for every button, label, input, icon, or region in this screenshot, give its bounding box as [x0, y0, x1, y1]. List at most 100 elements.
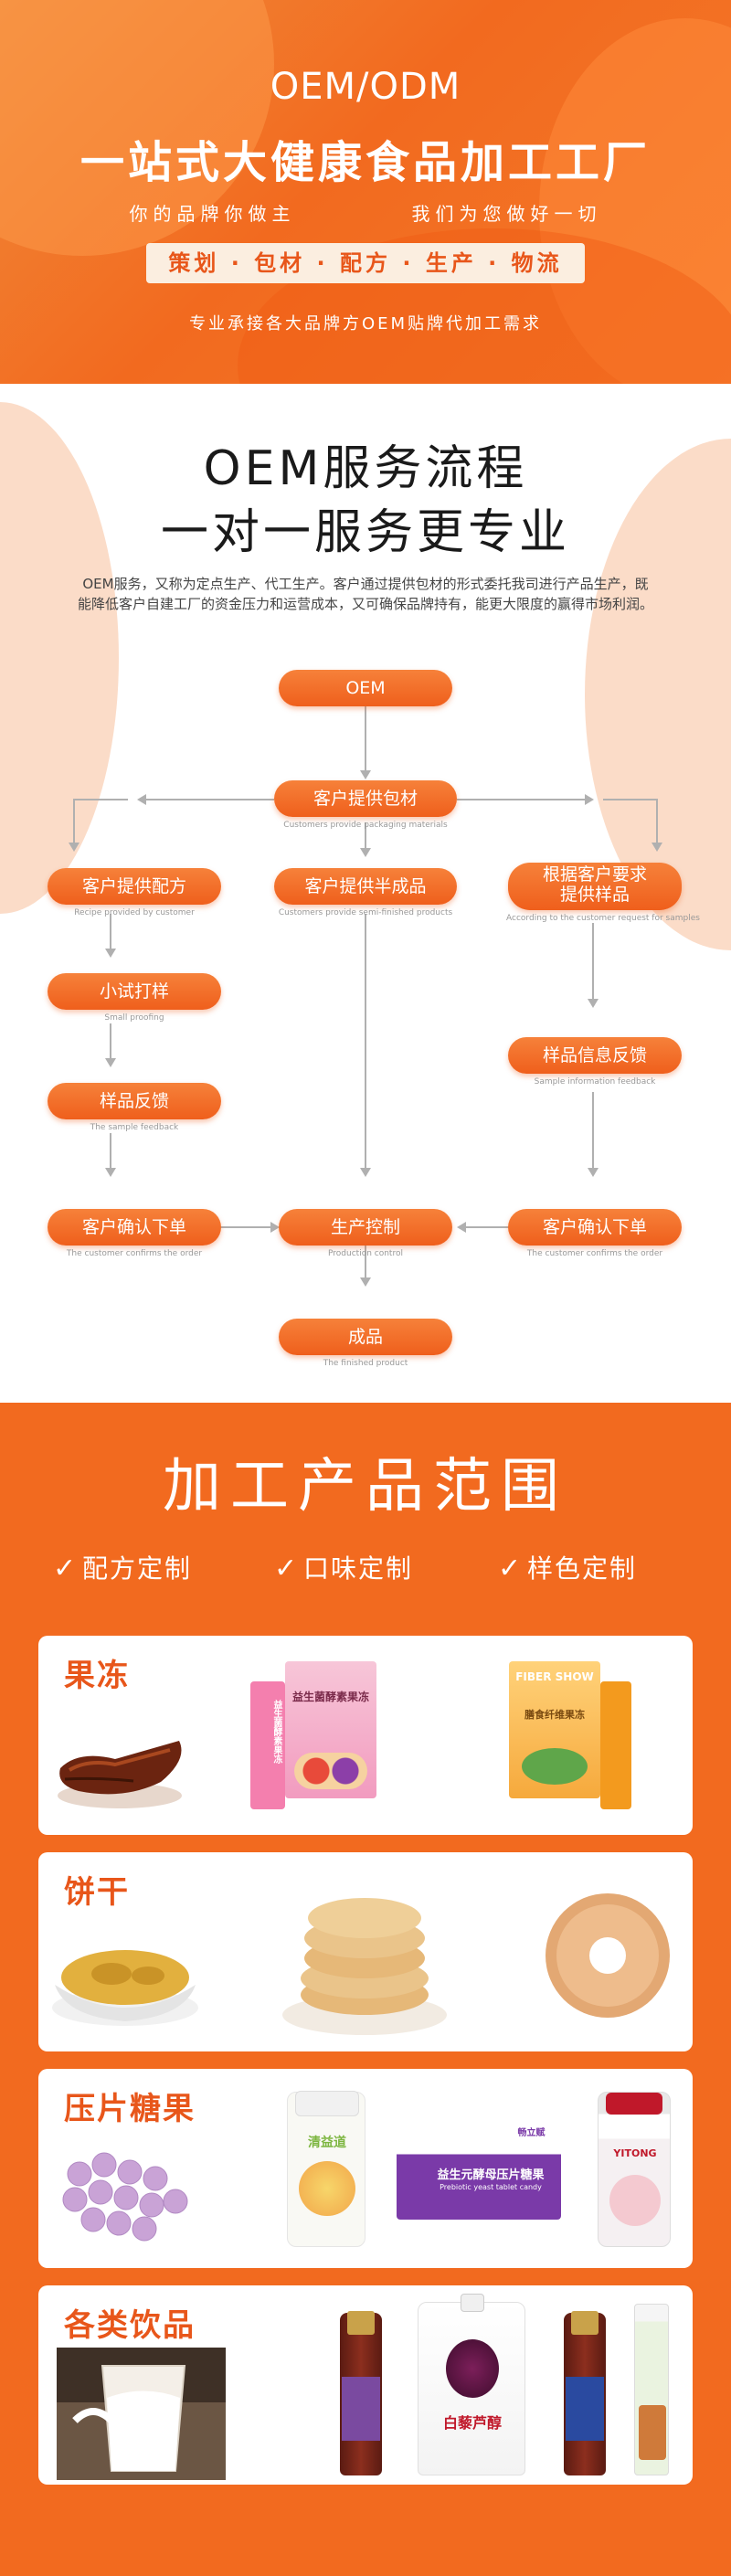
hero-title-cn: 一站式大健康食品加工工厂: [79, 137, 651, 188]
flow-node-sample-request-en: According to the customer request for sa…: [506, 914, 700, 923]
bottle-label: [566, 2377, 604, 2441]
bottle-cap: [347, 2311, 375, 2335]
flow-node-control-en: Production control: [328, 1249, 403, 1258]
category-card-tablet-candy: 压片糖果 清益道 畅立赋 益生元酵母压片糖果 Prebiotic yeast t…: [38, 2069, 693, 2268]
arrow-down-icon: [69, 843, 79, 852]
flow-node-semi: 客户提供半成品: [274, 868, 457, 905]
arrow-left-icon: [457, 1222, 466, 1233]
category-label: 各类饮品: [64, 2307, 196, 2344]
connector-line: [466, 1226, 521, 1228]
bottle-label-graphic: [299, 2161, 355, 2216]
fruit-graphic: [294, 1753, 367, 1789]
connector-line: [110, 1023, 111, 1060]
hero-slogan: 你的品牌你做主 我们为您做好一切: [129, 203, 602, 225]
connector-line: [73, 799, 75, 844]
jar-label-graphic: [609, 2175, 661, 2226]
check-icon: ✓: [274, 1553, 300, 1585]
leaf-graphic: [522, 1748, 588, 1785]
product-jar-candy: YITONG: [598, 2092, 671, 2247]
product-name: 益生菌酵素果冻: [271, 1700, 281, 1764]
flow-node-packaging: 客户提供包材: [274, 780, 457, 817]
category-card-jelly: 果冻 益生菌酵素果冻 益生菌酵素果冻 FIBER SHOW 膳食纤维果冻: [38, 1636, 693, 1835]
feature-flavor: ✓口味定制: [274, 1549, 413, 1585]
product-box-candy-purple: 畅立赋 益生元酵母压片糖果 Prebiotic yeast tablet can…: [397, 2119, 561, 2220]
flow-node-confirm-right: 客户确认下单: [508, 1209, 682, 1246]
flow-node-confirm-left: 客户确认下单: [48, 1209, 221, 1246]
product-pouch-drink: 白藜芦醇: [418, 2294, 525, 2475]
process-subtitle: 一对一服务更专业: [160, 505, 570, 560]
connector-line: [592, 1092, 594, 1170]
feature-label: 样色定制: [527, 1553, 638, 1584]
biscuit-bowl-image: [52, 1950, 198, 2026]
product-range-section: 加工产品范围 ✓配方定制 ✓口味定制 ✓样色定制 果冻 益生菌酵素果冻: [0, 1403, 731, 2576]
flow-node-confirm-right-en: The customer confirms the order: [526, 1249, 663, 1258]
product-name: YITONG: [613, 2147, 657, 2159]
arrow-right-icon: [585, 794, 594, 805]
feature-label: 配方定制: [82, 1553, 193, 1584]
flow-node-finished-en: The finished product: [323, 1359, 408, 1368]
product-stick-jelly: 益生菌酵素果冻: [250, 1681, 285, 1809]
arrow-left-icon: [137, 794, 146, 805]
arrow-down-icon: [360, 848, 371, 857]
connector-line: [110, 914, 111, 950]
category-label: 饼干: [64, 1874, 130, 1911]
connector-line: [365, 914, 366, 1170]
arrow-down-icon: [360, 1277, 371, 1287]
flow-node-finished: 成品: [279, 1319, 452, 1355]
product-box-jelly-pink: 益生菌酵素果冻: [285, 1661, 376, 1798]
flow-node-oem: OEM: [279, 670, 452, 706]
feature-color: ✓样色定制: [498, 1549, 637, 1585]
flow-node-sample-info: 样品信息反馈: [508, 1037, 682, 1074]
jar-cap: [606, 2093, 662, 2115]
product-tube-drink: [634, 2304, 669, 2475]
flow-node-semi-en: Customers provide semi-finished products: [278, 908, 453, 917]
arrow-down-icon: [652, 843, 662, 852]
connector-line: [365, 1243, 366, 1279]
product-name: 清益道: [308, 2136, 346, 2150]
cookie-stack-image: [282, 1898, 447, 2035]
ring-biscuit-image: [546, 1893, 670, 2018]
flow-node-feedback-en: The sample feedback: [90, 1123, 179, 1132]
arrow-down-icon: [588, 999, 599, 1008]
bottle-label: [342, 2377, 380, 2441]
bottle-cap: [571, 2311, 599, 2335]
flow-node-sample-info-en: Sample information feedback: [534, 1077, 656, 1087]
pouch-spout: [461, 2294, 484, 2312]
product-name: 益生元酵母压片糖果: [437, 2168, 545, 2182]
connector-line: [656, 799, 658, 844]
connector-line: [365, 690, 366, 772]
product-bottle-candy: 清益道: [287, 2091, 366, 2247]
flow-node-formula-en: Recipe provided by customer: [74, 908, 195, 917]
process-intro: OEM服务，又称为定点生产、代工生产。客户通过提供包材的形式委托我司进行产品生产…: [78, 576, 654, 612]
connector-line: [603, 799, 658, 800]
flow-node-sample-request-line1: 根据客户要求: [542, 864, 647, 885]
product-name: 膳食纤维果冻: [524, 1709, 585, 1721]
category-label: 果冻: [64, 1658, 130, 1694]
feature-formula: ✓配方定制: [53, 1549, 192, 1585]
tube-graphic: [639, 2405, 666, 2460]
product-box-fiber: FIBER SHOW 膳食纤维果冻: [509, 1661, 600, 1798]
flow-node-feedback: 样品反馈: [48, 1083, 221, 1119]
category-card-drinks: 各类饮品 白藜芦醇: [38, 2285, 693, 2485]
flow-node-formula: 客户提供配方: [48, 868, 221, 905]
check-icon: ✓: [498, 1553, 524, 1585]
hero-banner: OEM/ODM 一站式大健康食品加工工厂 你的品牌你做主 我们为您做好一切 策划…: [0, 0, 731, 384]
milk-glass-image: [57, 2348, 226, 2480]
product-bottle-drink-1: [340, 2311, 382, 2475]
flow-node-trial-en: Small proofing: [104, 1013, 164, 1023]
arrow-down-icon: [105, 949, 116, 958]
arrow-down-icon: [588, 1168, 599, 1177]
product-brand: 畅立赋: [517, 2128, 546, 2138]
feature-label: 口味定制: [303, 1553, 414, 1584]
hero-services-bar: 策划 · 包材 · 配方 · 生产 · 物流: [146, 243, 585, 283]
connector-line: [457, 799, 585, 800]
arrow-down-icon: [105, 1058, 116, 1067]
product-bottle-drink-2: [564, 2311, 606, 2475]
arrow-right-icon: [270, 1222, 280, 1233]
process-section: OEM服务流程 一对一服务更专业 OEM服务，又称为定点生产、代工生产。客户通过…: [0, 384, 731, 1403]
product-name-en: Prebiotic yeast tablet candy: [440, 2183, 542, 2191]
connector-line: [146, 799, 274, 800]
flow-node-trial: 小试打样: [48, 973, 221, 1010]
category-card-biscuit: 饼干: [38, 1852, 693, 2051]
